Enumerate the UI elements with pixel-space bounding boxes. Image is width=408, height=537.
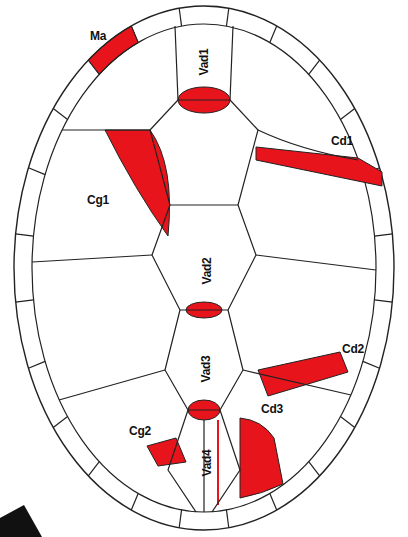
scute-label: Vad3 (200, 356, 212, 383)
scute-label: Vad1 (198, 49, 210, 76)
marginal-seam (179, 8, 181, 26)
cg2-area (147, 438, 186, 466)
marginal-seam (270, 26, 277, 43)
marginal-seam (226, 510, 228, 528)
marginal-seam (340, 109, 354, 120)
marginal-seam (226, 8, 228, 26)
scute-label: Cg2 (129, 425, 151, 437)
marginal-seam (179, 510, 181, 528)
scute-label: Cg1 (87, 194, 109, 206)
scute-label: Cd1 (331, 135, 353, 147)
corner-mark (0, 505, 42, 537)
scute-label: Vad2 (201, 258, 213, 285)
marginal-seam (270, 493, 277, 510)
marginal-seam (340, 417, 354, 428)
marginal-seam (16, 234, 34, 236)
marginal-seam (28, 361, 45, 368)
scute-label: Cd2 (342, 343, 364, 355)
marginal-seam (375, 300, 393, 302)
marginal-seam (28, 168, 45, 175)
scute-label: Ma (90, 30, 106, 42)
cd2-area (258, 352, 348, 396)
scute-label: Cd3 (261, 403, 283, 415)
marginal-seam (363, 361, 380, 368)
cd1-area (256, 147, 382, 186)
vertebral-scutes (150, 26, 258, 512)
marginal-seam (309, 462, 320, 476)
marginal-seam (309, 60, 320, 74)
scute-label: Vad4 (201, 450, 213, 477)
ma-area (88, 26, 138, 74)
marginal-seam (53, 417, 67, 428)
costal-seams (32, 130, 376, 400)
marginal-seam (375, 234, 393, 236)
marginal-seam (16, 300, 34, 302)
cg1-area (105, 130, 170, 236)
marginal-seam (53, 109, 67, 120)
marginal-seam (131, 493, 138, 510)
vad4-line (217, 420, 219, 505)
marginal-seam (88, 462, 99, 476)
cd3-area (240, 418, 283, 498)
vertebral-seams (170, 100, 238, 512)
